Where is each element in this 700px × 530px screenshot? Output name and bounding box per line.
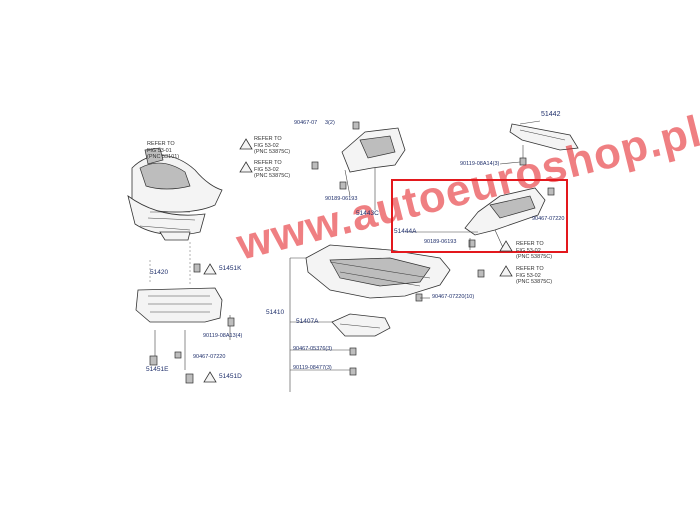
label-51443c: 51443C	[356, 210, 379, 217]
label-90467-07-suffix: 3(2)	[325, 120, 335, 126]
label-51410: 51410	[266, 309, 285, 316]
shield-51444a-drawing	[464, 187, 546, 253]
label-90189-06193-mid: 90189-06193	[424, 239, 457, 245]
ref-fig-53-02-b: REFER TO FIG 53-02 (PNC 53875C)	[254, 160, 291, 179]
label-51442: 51442	[541, 111, 561, 118]
highlight-box	[391, 179, 568, 253]
label-90467-05376: 90467-05376(3)	[293, 346, 333, 352]
label-90119-08a13: 90119-08A13(4)	[203, 333, 243, 339]
absorber-51420-drawing	[135, 240, 231, 370]
panel-51442-drawing	[509, 123, 579, 158]
label-51420: 51420	[150, 269, 169, 276]
caution-icons	[203, 138, 513, 383]
fasteners-drawing	[149, 121, 555, 384]
label-51407a: 51407A	[296, 318, 319, 325]
ref-fig-53-02-c: REFER TO FIG 53-02 (PNC 53875C)	[516, 241, 553, 260]
label-51451k: 51451K	[219, 265, 242, 272]
cover-51410-drawing	[305, 244, 451, 299]
label-90467-07220-left: 90467-07220	[193, 354, 226, 360]
ref-fig-53-01: REFER TO FIG 53-01 (PNC 53101)	[147, 141, 180, 160]
label-90119-08a14: 90119-08A14(3)	[460, 161, 500, 167]
label-51451e: 51451E	[146, 366, 169, 373]
ref-fig-53-02-d: REFER TO FIG 53-02 (PNC 53875C)	[516, 266, 553, 285]
label-51444a: 51444A	[394, 228, 417, 235]
label-51451d: 51451D	[219, 373, 242, 380]
cover-51407a-drawing	[331, 313, 391, 337]
label-90467-07220-highlight: 90467-07220	[532, 216, 565, 222]
front-bumper-drawing	[127, 147, 223, 241]
leader-lines	[289, 120, 541, 392]
shield-51443c-drawing	[341, 127, 406, 210]
ref-fig-53-02-a: REFER TO FIG 53-02 (PNC 53875C)	[254, 136, 291, 155]
label-90467-07: 90467-07	[294, 120, 318, 126]
label-90467-07220-10: 90467-07220(10)	[432, 294, 475, 300]
label-90189-06193-top: 90189-06193	[325, 196, 358, 202]
label-90119-08477: 90119-08477(3)	[293, 365, 332, 371]
